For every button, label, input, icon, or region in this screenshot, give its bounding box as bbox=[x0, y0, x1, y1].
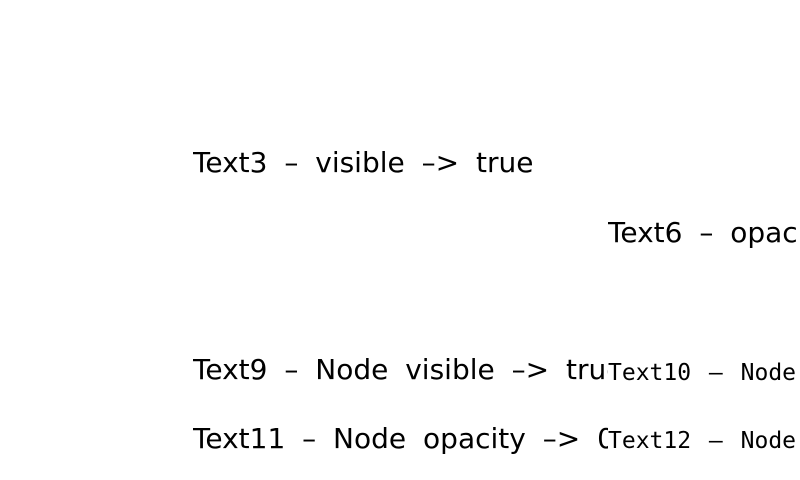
text6-label: Text6 – opacity bbox=[608, 216, 800, 249]
text3-label: Text3 – visible –> true bbox=[193, 146, 534, 179]
text9-label: Text9 – Node visible –> true bbox=[193, 353, 608, 386]
text12-label: Text12 – Node opacity bbox=[608, 428, 800, 454]
text11-label: Text11 – Node opacity –> 0.5 bbox=[193, 422, 608, 455]
text10-label: Text10 – Node visible bbox=[608, 360, 800, 386]
